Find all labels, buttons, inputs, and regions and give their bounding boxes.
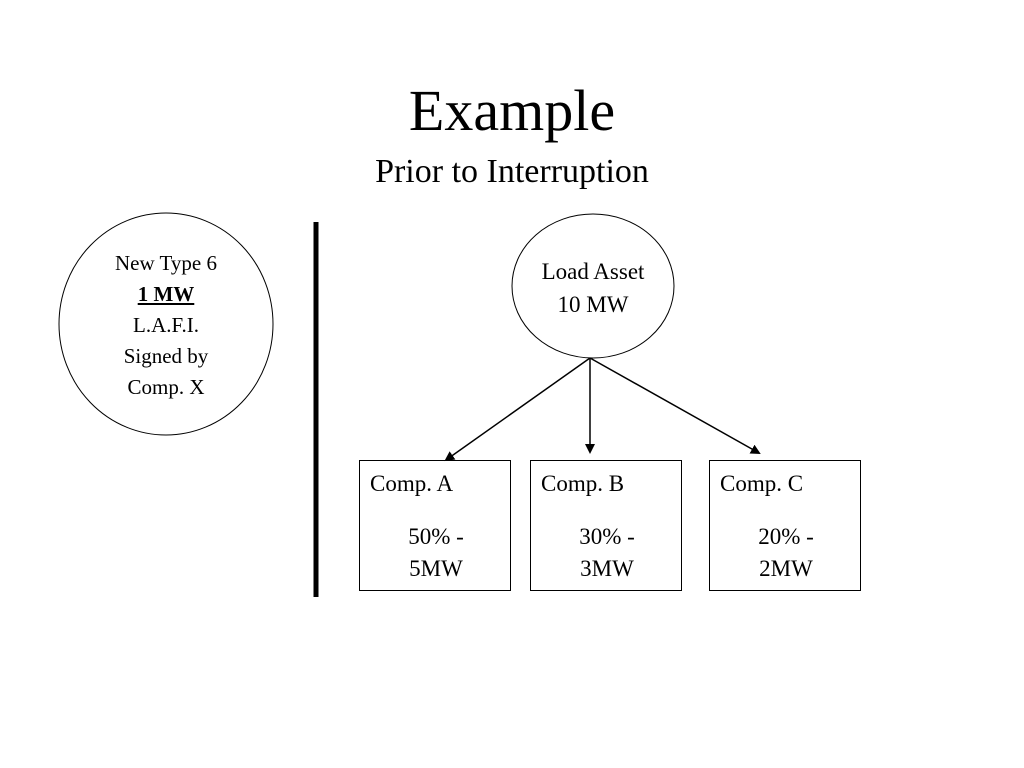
contract-circle (58, 212, 274, 436)
comp-a-percent: 50% - (408, 524, 464, 549)
arrow-to-comp-a (444, 357, 591, 462)
comp-c-box: Comp. C 20% - 2MW (709, 460, 861, 591)
comp-a-mw: 5MW (409, 556, 463, 581)
comp-c-percent: 20% - (758, 524, 814, 549)
load-asset-circle (511, 213, 675, 359)
comp-c-mw: 2MW (759, 556, 813, 581)
comp-c-share: 20% - 2MW (710, 521, 862, 585)
arrow-to-comp-c (589, 357, 761, 454)
comp-a-share: 50% - 5MW (360, 521, 512, 585)
comp-a-box: Comp. A 50% - 5MW (359, 460, 511, 591)
comp-b-mw: 3MW (580, 556, 634, 581)
load-asset-label: Load Asset 10 MW (512, 255, 674, 321)
slide-subtitle: Prior to Interruption (375, 153, 649, 190)
comp-b-share: 30% - 3MW (531, 521, 683, 585)
contract-capacity: 1 MW (137, 282, 195, 306)
contract-type: New Type 6 (115, 251, 217, 275)
contract-code: L.A.F.I. (133, 313, 199, 337)
load-asset-name: Load Asset (541, 259, 645, 284)
contract-signer: Comp. X (127, 375, 205, 399)
contract-signed-by: Signed by (123, 344, 209, 368)
contract-label: New Type 6 1 MW L.A.F.I. Signed by Comp.… (59, 248, 273, 403)
comp-b-percent: 30% - (579, 524, 635, 549)
comp-c-name: Comp. C (720, 471, 804, 496)
load-asset-capacity: 10 MW (557, 292, 629, 317)
comp-b-name: Comp. B (541, 471, 625, 496)
comp-b-box: Comp. B 30% - 3MW (530, 460, 682, 591)
comp-a-name: Comp. A (370, 471, 454, 496)
slide-title: Example (408, 78, 616, 143)
